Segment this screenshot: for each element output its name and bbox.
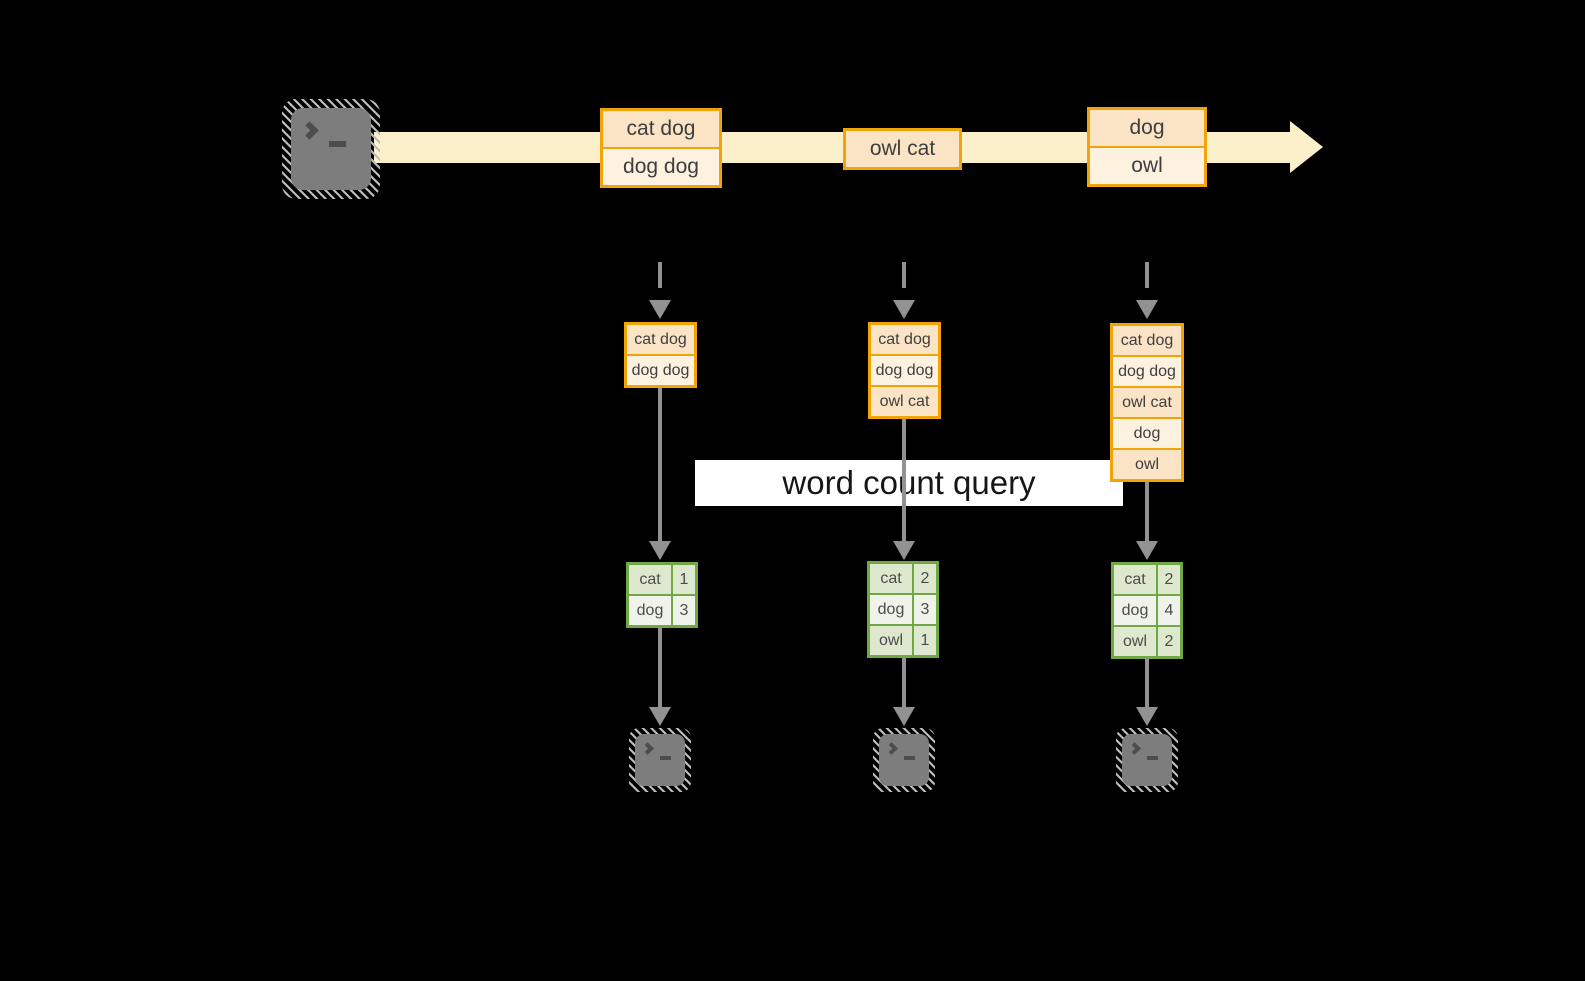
stream-event-box-3: dog owl xyxy=(1087,107,1207,187)
dashed-arrowhead-icon xyxy=(1136,300,1158,319)
count-value-cell: 1 xyxy=(673,565,695,594)
count-table-1: cat 1 dog 3 xyxy=(626,562,698,628)
state-line: dog dog xyxy=(1113,357,1181,386)
count-value-cell: 1 xyxy=(914,626,936,655)
prompt-chevron-icon xyxy=(641,742,654,755)
arrow-line xyxy=(1145,482,1149,541)
state-line: dog dog xyxy=(871,356,938,385)
state-line: dog dog xyxy=(627,356,694,385)
count-word-cell: dog xyxy=(870,595,912,624)
count-word-cell: cat xyxy=(870,564,912,593)
terminal-output-icon-1 xyxy=(629,728,691,792)
prompt-chevron-icon xyxy=(885,742,898,755)
arrow-line xyxy=(902,419,906,541)
count-value-cell: 2 xyxy=(1158,565,1180,594)
terminal-body xyxy=(291,108,371,190)
stream-event-box-1: cat dog dog dog xyxy=(600,108,722,188)
prompt-underscore-icon xyxy=(660,756,671,760)
terminal-source-icon xyxy=(282,99,380,199)
count-value-cell: 3 xyxy=(914,595,936,624)
count-word-cell: dog xyxy=(1114,596,1156,625)
state-line: cat dog xyxy=(871,325,938,354)
arrowhead-icon xyxy=(1136,541,1158,560)
prompt-chevron-icon xyxy=(1128,742,1141,755)
terminal-body xyxy=(635,734,685,786)
arrowhead-icon xyxy=(649,707,671,726)
arrow-line xyxy=(1145,658,1149,707)
stream-event-box-2: owl cat xyxy=(843,128,962,170)
count-word-cell: cat xyxy=(1114,565,1156,594)
arrow-line xyxy=(658,628,662,707)
dashed-arrow-line xyxy=(658,262,662,300)
state-buffer-1: cat dog dog dog xyxy=(624,322,697,388)
query-label: word count query xyxy=(782,464,1036,501)
arrowhead-icon xyxy=(649,541,671,560)
count-value-cell: 4 xyxy=(1158,596,1180,625)
count-value-cell: 2 xyxy=(914,564,936,593)
prompt-underscore-icon xyxy=(1147,756,1158,760)
arrow-line xyxy=(902,658,906,707)
count-word-cell: owl xyxy=(1114,627,1156,656)
event-line: cat dog xyxy=(603,111,719,147)
terminal-body xyxy=(879,734,929,786)
state-line: dog xyxy=(1113,419,1181,448)
state-line: cat dog xyxy=(1113,326,1181,355)
count-word-cell: dog xyxy=(629,596,671,625)
count-table-2: cat 2 dog 3 owl 1 xyxy=(867,561,939,658)
state-buffer-2: cat dog dog dog owl cat xyxy=(868,322,941,419)
event-line: dog dog xyxy=(603,149,719,185)
stream-arrowhead-icon xyxy=(1290,121,1323,173)
count-word-cell: cat xyxy=(629,565,671,594)
arrowhead-icon xyxy=(1136,707,1158,726)
count-value-cell: 2 xyxy=(1158,627,1180,656)
event-line: owl cat xyxy=(846,131,959,167)
dashed-arrowhead-icon xyxy=(893,300,915,319)
query-band: word count query xyxy=(695,460,1123,506)
terminal-body xyxy=(1122,734,1172,786)
prompt-underscore-icon xyxy=(904,756,915,760)
dashed-arrowhead-icon xyxy=(649,300,671,319)
terminal-output-icon-3 xyxy=(1116,728,1178,792)
event-line: dog xyxy=(1090,110,1204,146)
state-buffer-3: cat dog dog dog owl cat dog owl xyxy=(1110,323,1184,482)
arrow-line xyxy=(658,388,662,541)
arrowhead-icon xyxy=(893,707,915,726)
count-table-3: cat 2 dog 4 owl 2 xyxy=(1111,562,1183,659)
state-line: owl xyxy=(1113,450,1181,479)
state-line: cat dog xyxy=(627,325,694,354)
prompt-chevron-icon xyxy=(300,121,319,140)
state-line: owl cat xyxy=(871,387,938,416)
count-word-cell: owl xyxy=(870,626,912,655)
event-line: owl xyxy=(1090,148,1204,184)
prompt-underscore-icon xyxy=(329,141,346,147)
terminal-output-icon-2 xyxy=(873,728,935,792)
count-value-cell: 3 xyxy=(673,596,695,625)
state-line: owl cat xyxy=(1113,388,1181,417)
dashed-arrow-line xyxy=(1145,262,1149,300)
arrowhead-icon xyxy=(893,541,915,560)
dashed-arrow-line xyxy=(902,262,906,300)
